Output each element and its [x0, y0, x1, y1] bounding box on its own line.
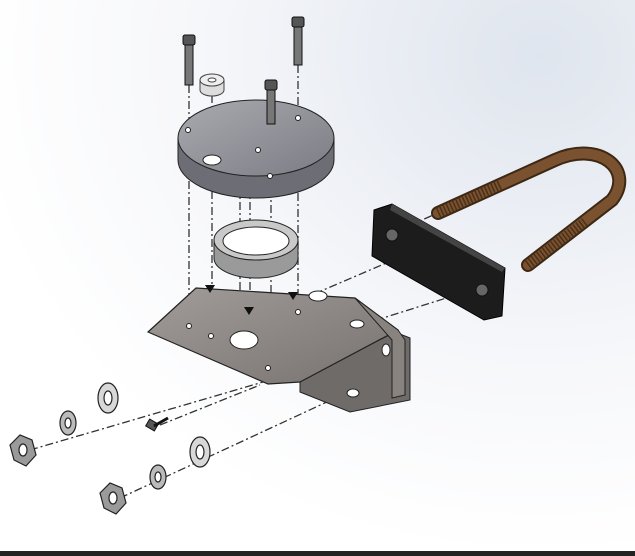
u-bolt — [431, 146, 627, 272]
washers — [59, 382, 211, 490]
mounting-disc — [177, 99, 335, 199]
retaining-ring — [213, 219, 299, 279]
screws — [144, 16, 305, 432]
bottom-rule — [0, 551, 635, 556]
spacer — [199, 73, 225, 97]
clamp-plate — [371, 203, 506, 321]
bracket — [146, 285, 411, 413]
nuts — [9, 434, 127, 515]
